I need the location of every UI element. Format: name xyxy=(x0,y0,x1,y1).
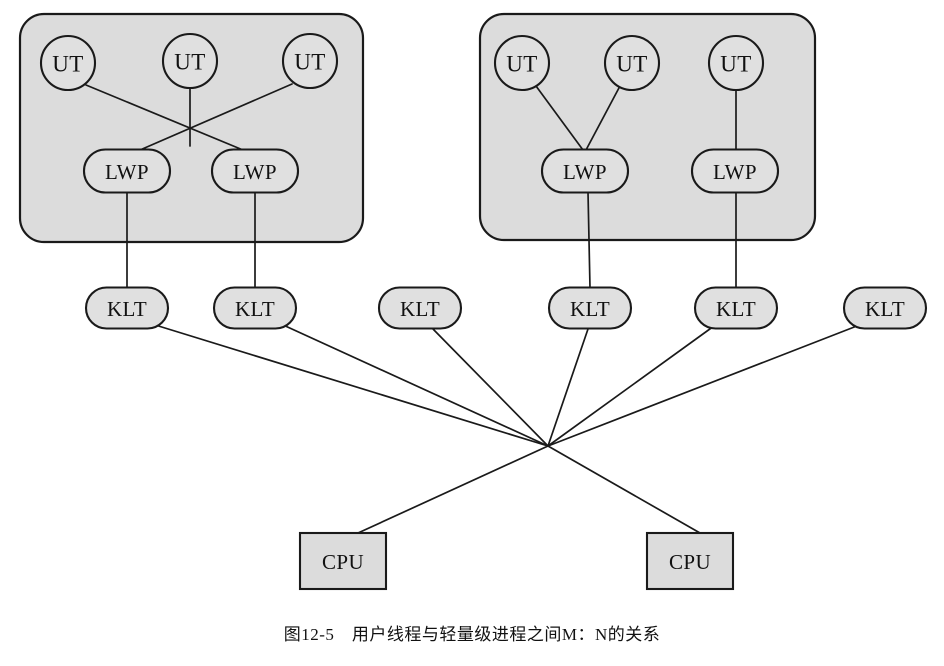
ut-r1[interactable]: UT xyxy=(493,34,551,92)
node-layer: UT UT UT UT UT UT LWP LWP LWP LWP KLT KLT KLT KLT KLT K… xyxy=(39,32,928,591)
edge-klt-4-to-hub xyxy=(547,328,589,447)
klt-6-shape xyxy=(842,286,928,330)
klt-4-label: KLT xyxy=(570,297,610,321)
lwp-r1-label: LWP xyxy=(563,160,607,184)
klt-3-shape xyxy=(377,286,463,330)
lwp-l1-shape xyxy=(82,148,172,194)
klt-3-label: KLT xyxy=(400,297,440,321)
process-group-layer xyxy=(18,12,817,244)
edge-hub-to-cpu-2 xyxy=(547,445,701,534)
klt-1-label: KLT xyxy=(107,297,147,321)
lwp-r2-label: LWP xyxy=(713,160,757,184)
ut-l1[interactable]: UT xyxy=(39,34,97,92)
lwp-l1[interactable]: LWP xyxy=(82,148,172,194)
klt-2-shape xyxy=(212,286,298,330)
klt-4-shape xyxy=(547,286,633,330)
ut-r2[interactable]: UT xyxy=(603,34,661,92)
ut-l2-shape xyxy=(161,32,219,90)
lwp-l2-label: LWP xyxy=(233,160,277,184)
lwp-r2[interactable]: LWP xyxy=(690,148,780,194)
lwp-l1-label: LWP xyxy=(105,160,149,184)
ut-l1-label: UT xyxy=(52,52,83,77)
figure-caption: 图12-5 用户线程与轻量级进程之间M：N的关系 xyxy=(283,625,661,644)
lwp-r2-shape xyxy=(690,148,780,194)
edge-lwp-r1-to-klt-4 xyxy=(587,191,591,289)
edge-klt-3-to-hub xyxy=(431,327,549,447)
klt-5[interactable]: KLT xyxy=(693,286,779,330)
klt-5-shape xyxy=(693,286,779,330)
klt-4[interactable]: KLT xyxy=(547,286,633,330)
lwp-r1[interactable]: LWP xyxy=(540,148,630,194)
edge-ut-r1-to-lwp-r1 xyxy=(535,85,584,151)
edge-klt-6-to-hub xyxy=(547,323,863,447)
ut-r3-shape xyxy=(707,34,765,92)
ut-r3[interactable]: UT xyxy=(707,34,765,92)
klt-2[interactable]: KLT xyxy=(212,286,298,330)
klt-6[interactable]: KLT xyxy=(842,286,928,330)
cpu-2-label: CPU xyxy=(669,550,711,574)
edge-klt-5-to-hub xyxy=(547,325,715,447)
klt-1-shape xyxy=(84,286,170,330)
ut-l3-shape xyxy=(281,32,339,90)
cpu-1-label: CPU xyxy=(322,550,364,574)
lwp-l2[interactable]: LWP xyxy=(210,148,300,194)
klt-5-label: KLT xyxy=(716,297,756,321)
edge-ut-l1-to-lwp-l2 xyxy=(85,84,244,151)
ut-r1-shape xyxy=(493,34,551,92)
cpu-2[interactable]: CPU xyxy=(645,531,735,591)
edge-ut-l3-to-lwp-l1 xyxy=(139,83,293,151)
ut-l1-shape xyxy=(39,34,97,92)
ut-r2-shape xyxy=(603,34,661,92)
ut-l3-label: UT xyxy=(294,50,325,75)
ut-l2[interactable]: UT xyxy=(161,32,219,90)
lwp-l2-shape xyxy=(210,148,300,194)
ut-r1-label: UT xyxy=(506,52,537,77)
edge-ut-r2-to-lwp-r1 xyxy=(585,85,621,151)
ut-r2-label: UT xyxy=(616,52,647,77)
klt-6-label: KLT xyxy=(865,297,905,321)
klt-2-label: KLT xyxy=(235,297,275,321)
edge-layer xyxy=(85,83,863,534)
ut-r3-label: UT xyxy=(720,52,751,77)
klt-1[interactable]: KLT xyxy=(84,286,170,330)
cpu-1[interactable]: CPU xyxy=(298,531,388,591)
ut-l2-label: UT xyxy=(174,50,205,75)
lwp-r1-shape xyxy=(540,148,630,194)
klt-3[interactable]: KLT xyxy=(377,286,463,330)
edge-hub-to-cpu-1 xyxy=(357,445,549,534)
cpu-2-shape xyxy=(645,531,735,591)
edge-klt-2-to-hub xyxy=(280,323,549,447)
cpu-1-shape xyxy=(298,531,388,591)
ut-l3[interactable]: UT xyxy=(281,32,339,90)
edge-klt-1-to-hub xyxy=(151,323,549,447)
